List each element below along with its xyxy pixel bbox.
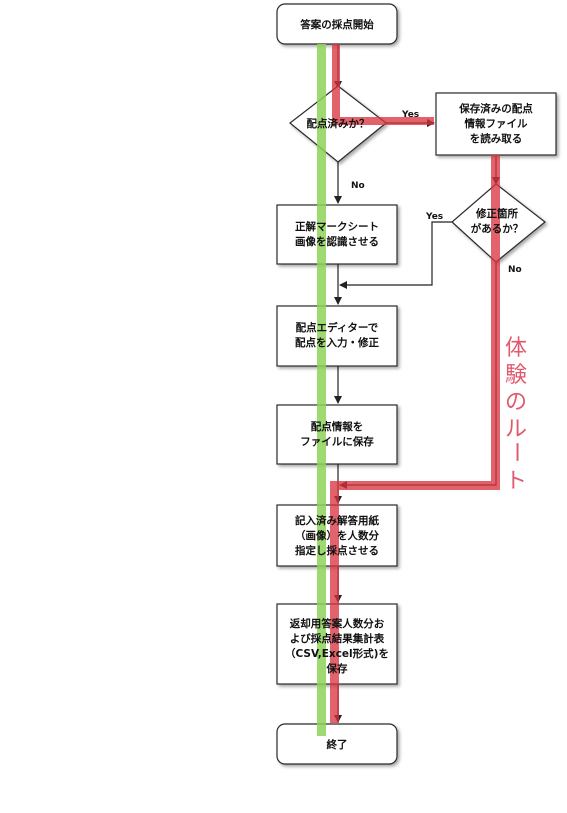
node-grade-line2: （画像）を人数分 [295,529,379,542]
node-labels: 答案の採点開始 配点済みか？ 保存済みの配点 情報ファイル を読み取る 修正箇所… [285,18,533,751]
svg-text:の: の [505,390,527,415]
node-read-line1: 保存済みの配点 [458,102,533,115]
svg-text:験: 験 [505,363,527,388]
svg-text:ー: ー [503,441,528,463]
node-editor-line2: 配点を入力・修正 [295,336,379,349]
node-editor-line1: 配点エディターで [296,321,379,334]
node-read-line3: を読み取る [470,132,523,145]
node-recognize-line1: 正解マークシート [295,220,379,233]
green-route [317,44,326,736]
node-check-label: 配点済みか？ [307,117,370,130]
node-save-line2: ファイルに保存 [300,435,374,448]
edge-no-2: No [508,265,522,275]
routes [317,44,500,736]
node-edits-line2: があるか？ [471,222,524,235]
node-grade-line1: 記入済み解答用紙 [295,514,379,527]
node-recognize [276,204,398,265]
node-export-line1: 返却用答案人数分お [290,617,385,630]
svg-text:ト: ト [505,469,527,494]
node-start-label: 答案の採点開始 [299,18,374,31]
edge-no-1: No [351,181,365,191]
node-export-line3: （CSV,Excel形式)を [285,647,389,660]
node-edits-line1: 修正箇所 [475,207,518,220]
edge-yes-1: Yes [401,110,419,120]
red-route [330,44,500,723]
node-recognize-line2: 画像を認識させる [295,235,379,248]
node-save-line1: 配点情報を [311,420,364,433]
svg-text:ル: ル [505,417,527,442]
edge-labels: Yes No Yes No [351,110,522,275]
node-export-line2: よび採点結果集計表 [290,632,385,645]
node-read-line2: 情報ファイル [465,117,528,130]
node-grade-line3: 指定し採点させる [295,544,379,557]
arrow-yes-to-editor [339,221,452,289]
node-end [276,723,398,765]
node-export-line4: 保存 [326,662,348,675]
svg-text:体: 体 [505,336,527,361]
node-end-label: 終了 [327,738,348,751]
route-label: 体 験 の ル ー ト [503,336,528,494]
node-editor [276,305,398,367]
node-save-file [276,404,398,465]
edge-yes-2: Yes [425,212,443,222]
